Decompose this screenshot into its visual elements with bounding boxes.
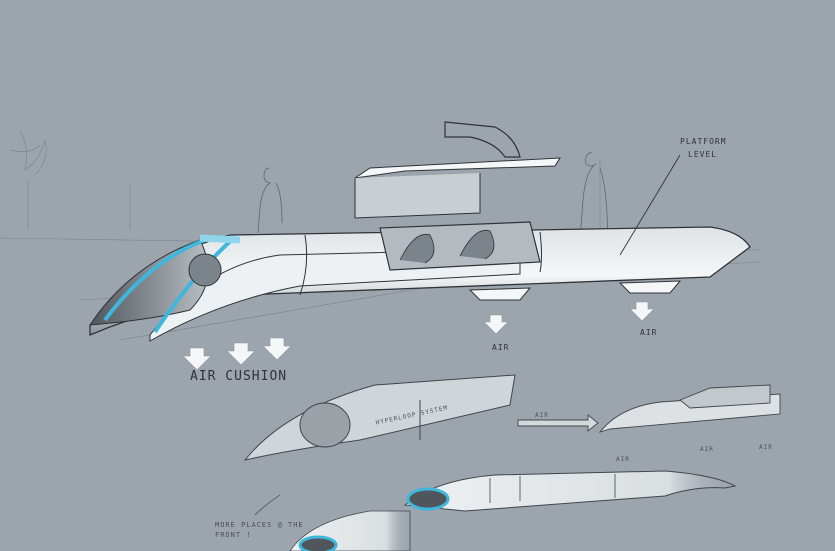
curved-arrow [444,121,521,158]
note-pointer [254,494,281,516]
flow-air-label: AIR [535,412,549,419]
long-capsule-sketch [403,470,737,512]
air-label-right: AIR [640,328,658,337]
mini-air-label-2: AIR [700,446,714,453]
main-capsule [89,226,751,342]
mini-air-label-3: AIR [759,444,773,451]
flow-diagram [517,384,781,433]
lower-capsule-sketch [289,510,411,551]
secondary-capsule-sketch [243,374,516,461]
mini-air-label-1: AIR [616,456,630,463]
open-cabin [354,157,561,271]
platform-level-label-1: PLATFORM [680,137,727,146]
air-cushion-label: AIR CUSHION [190,369,288,384]
air-label-middle: AIR [492,343,510,352]
platform-pointer [619,154,681,256]
bottom-note-line-2: FRONT ! [215,531,252,539]
air-arrows [182,301,655,371]
tree-scribble [9,129,47,176]
platform-level-label-2: LEVEL [688,150,718,159]
bottom-note-line-1: MORE PLACES @ THE [215,521,304,529]
